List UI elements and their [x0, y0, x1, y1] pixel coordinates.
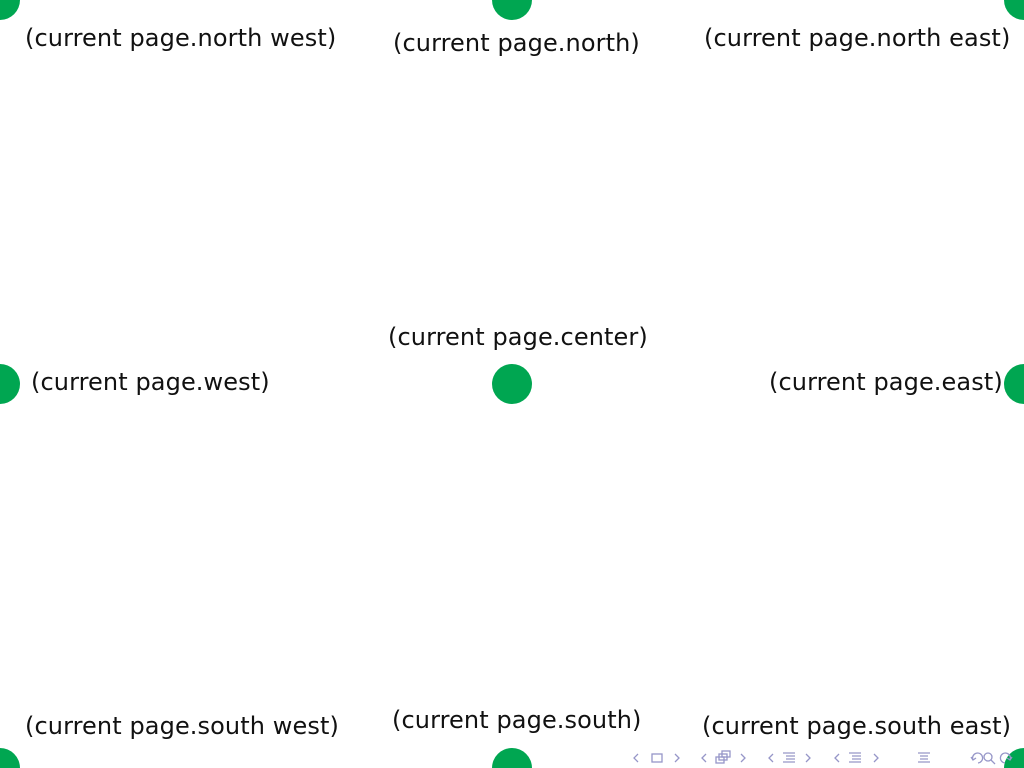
- next-arrow-icon[interactable]: [805, 753, 811, 763]
- dot-north: [492, 0, 532, 20]
- next-arrow-icon[interactable]: [740, 753, 746, 763]
- frame-icon[interactable]: [651, 753, 663, 763]
- prev-arrow-icon[interactable]: [633, 753, 639, 763]
- search-back-icon[interactable]: [970, 752, 984, 764]
- label-north-west: (current page.north west): [25, 24, 337, 52]
- dot-east: [1004, 364, 1024, 404]
- prev-arrow-icon[interactable]: [701, 753, 707, 763]
- label-east: (current page.east): [769, 368, 1003, 396]
- label-north-east: (current page.north east): [704, 24, 1011, 52]
- label-north: (current page.north): [393, 29, 640, 57]
- label-south-east: (current page.south east): [702, 712, 1012, 740]
- label-south-west: (current page.south west): [25, 712, 339, 740]
- dot-south: [492, 748, 532, 768]
- align-icon[interactable]: [918, 752, 930, 763]
- dot-north-west: [0, 0, 20, 20]
- beamer-navigation-bar: [628, 748, 1020, 768]
- search-forward-icon[interactable]: [999, 752, 1013, 764]
- document-icon[interactable]: [849, 752, 861, 763]
- prev-arrow-icon[interactable]: [834, 753, 840, 763]
- label-center: (current page.center): [388, 323, 648, 351]
- subsection-icon[interactable]: [715, 750, 731, 764]
- next-arrow-icon[interactable]: [873, 753, 879, 763]
- prev-arrow-icon[interactable]: [768, 753, 774, 763]
- dot-south-east: [1004, 748, 1024, 768]
- dot-west: [0, 364, 20, 404]
- dot-center: [492, 364, 532, 404]
- label-south: (current page.south): [392, 706, 642, 734]
- dot-south-west: [0, 748, 20, 768]
- label-west: (current page.west): [31, 368, 270, 396]
- search-icon[interactable]: [983, 752, 996, 765]
- section-icon[interactable]: [783, 752, 795, 763]
- next-arrow-icon[interactable]: [674, 753, 680, 763]
- dot-north-east: [1004, 0, 1024, 20]
